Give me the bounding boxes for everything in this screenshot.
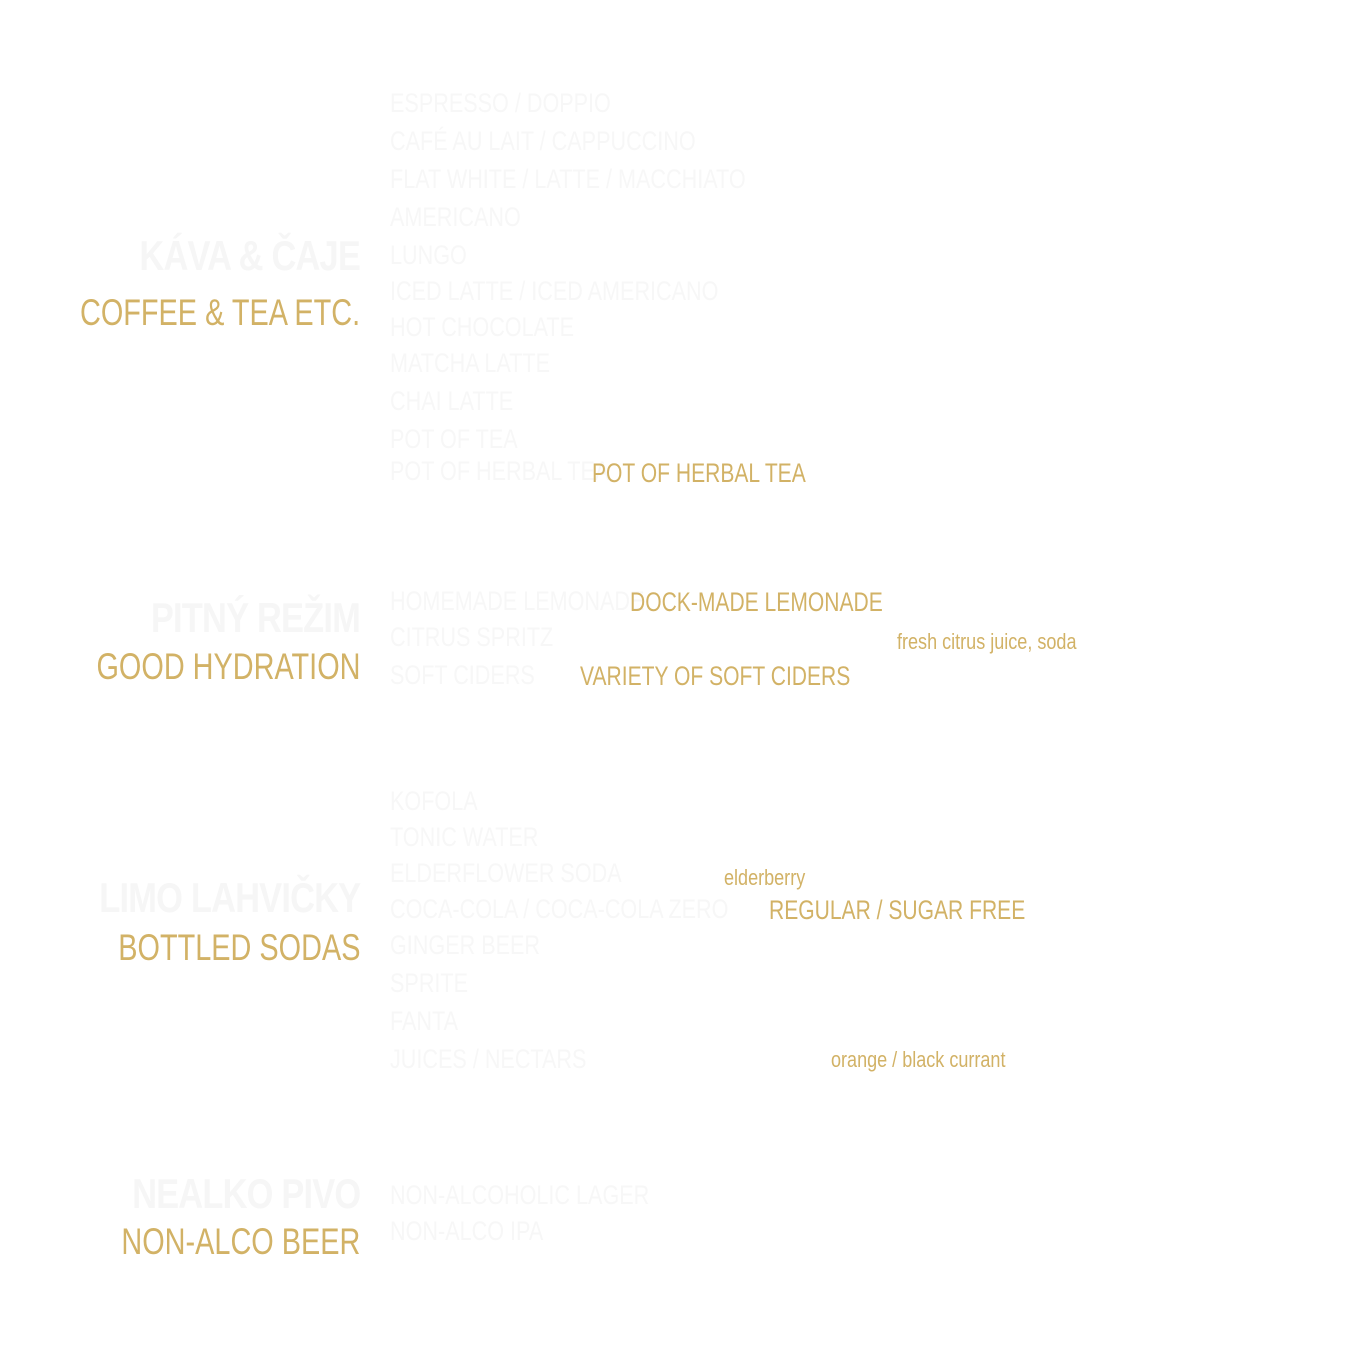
menu-item: FANTA [390,1006,459,1036]
section-title-cz: PITNÝ REŽIM [150,594,361,641]
highlight-text: REGULAR / SUGAR FREE [769,895,1026,925]
menu-item: JUICES / NECTARS [390,1044,587,1074]
menu-item: LUNGO [390,240,467,270]
section-title-cz: LIMO LAHVIČKY [98,874,361,921]
section-title-en: COFFEE & TEA ETC. [79,292,360,333]
section-title-en: BOTTLED SODAS [117,927,360,968]
section-title-en: NON-ALCO BEER [121,1221,360,1262]
menu-item: HOT CHOCOLATE [390,312,575,342]
menu-item: NON-ALCOHOLIC LAGER [390,1180,650,1210]
menu-item: CAFÉ AU LAIT / CAPPUCCINO [390,126,696,156]
highlight-note: orange / black currant [831,1047,1006,1072]
highlight-note: elderberry [724,865,806,890]
menu-item: HOMEMADE LEMONADE [390,586,645,616]
menu-item: CITRUS SPRITZ [390,622,554,652]
menu-item: POT OF TEA [390,424,518,454]
menu-item: MATCHA LATTE [390,348,551,378]
section-title-en: GOOD HYDRATION [95,646,360,687]
highlight-text: DOCK-MADE LEMONADE [630,587,883,617]
menu-item: ICED LATTE / ICED AMERICANO [390,276,719,306]
section-title-cz: KÁVA & ČAJE [139,232,360,279]
menu-item: GINGER BEER [390,930,541,960]
menu-item: COCA-COLA / COCA-COLA ZERO [390,894,729,924]
menu-item: FLAT WHITE / LATTE / MACCHIATO [390,164,746,194]
highlight-text: VARIETY OF SOFT CIDERS [580,661,851,691]
menu-item: TONIC WATER [390,822,539,852]
menu-item: ESPRESSO / DOPPIO [390,88,611,118]
section-title-cz: NEALKO PIVO [131,1170,361,1217]
menu-item: SOFT CIDERS [390,660,535,690]
highlight-note: fresh citrus juice, soda [897,629,1077,654]
menu-item: KOFOLA [390,786,478,816]
menu-item: CHAI LATTE [390,386,514,416]
menu-item: ELDERFLOWER SODA [390,858,622,888]
menu-item: SPRITE [390,968,469,998]
highlight-text: POT OF HERBAL TEA [592,458,806,488]
menu-item: NON-ALCO IPA [390,1216,544,1246]
menu-item: POT OF HERBAL TEA [390,456,610,486]
menu-item: AMERICANO [390,202,521,232]
